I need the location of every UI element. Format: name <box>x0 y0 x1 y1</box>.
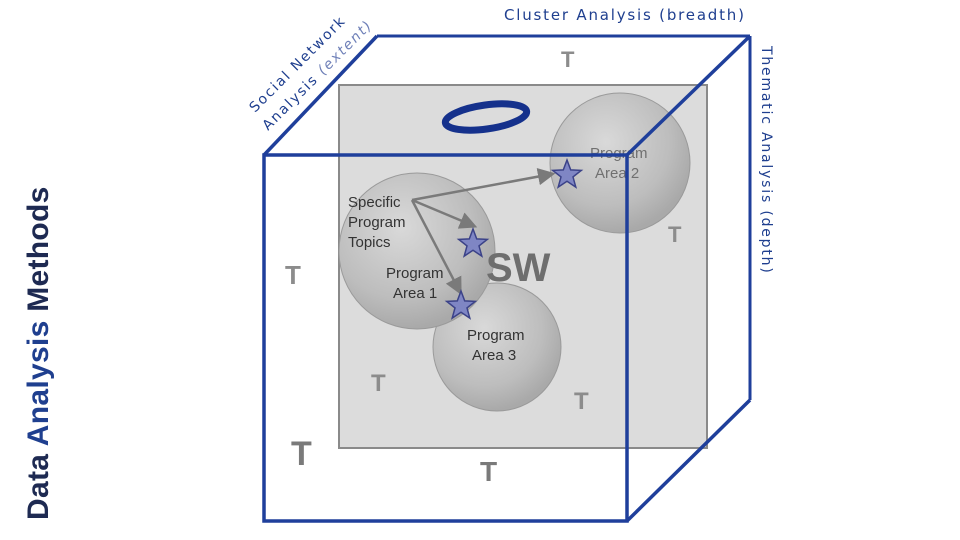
theme-marker-mid: T <box>371 370 386 397</box>
cube-front-face <box>262 153 629 523</box>
star-icon-area-1 <box>444 288 478 320</box>
arrow-to-area-2 <box>411 167 556 202</box>
star-icon-topic <box>456 226 490 258</box>
topics-label-line3: Topics <box>348 234 391 251</box>
area1-label-line1: Program <box>386 265 444 282</box>
area1-label-line2: Area 1 <box>393 285 437 302</box>
theme-marker-bottom-left: T <box>291 435 312 473</box>
cube-front-edges <box>262 34 752 523</box>
topic-arrows <box>410 167 556 296</box>
theme-marker-right: T <box>668 222 682 247</box>
area3-label-line2: Area 3 <box>472 347 516 364</box>
theme-marker-top: T <box>561 47 575 72</box>
area3-label-line1: Program <box>467 327 525 344</box>
arrow-to-area-1-star <box>410 199 462 296</box>
arrow-to-topic-star <box>411 198 478 229</box>
area2-label-line2: Area 2 <box>595 165 639 182</box>
ring-icon <box>441 100 531 134</box>
theme-marker-left: T <box>285 260 301 290</box>
cluster-analysis-label: Cluster Analysis (breadth) <box>504 6 746 24</box>
theme-marker-lowright: T <box>574 388 589 415</box>
center-label: SW <box>486 246 551 290</box>
star-icon-area-2 <box>550 157 584 189</box>
topics-label-line2: Program <box>348 214 406 231</box>
topics-label-line1: Specific <box>348 194 401 211</box>
theme-marker-bottom: T <box>480 456 497 487</box>
stars-group <box>444 157 584 320</box>
cube-back-edges <box>377 34 752 400</box>
thematic-analysis-label: Thematic Analysis (depth) <box>758 45 774 275</box>
